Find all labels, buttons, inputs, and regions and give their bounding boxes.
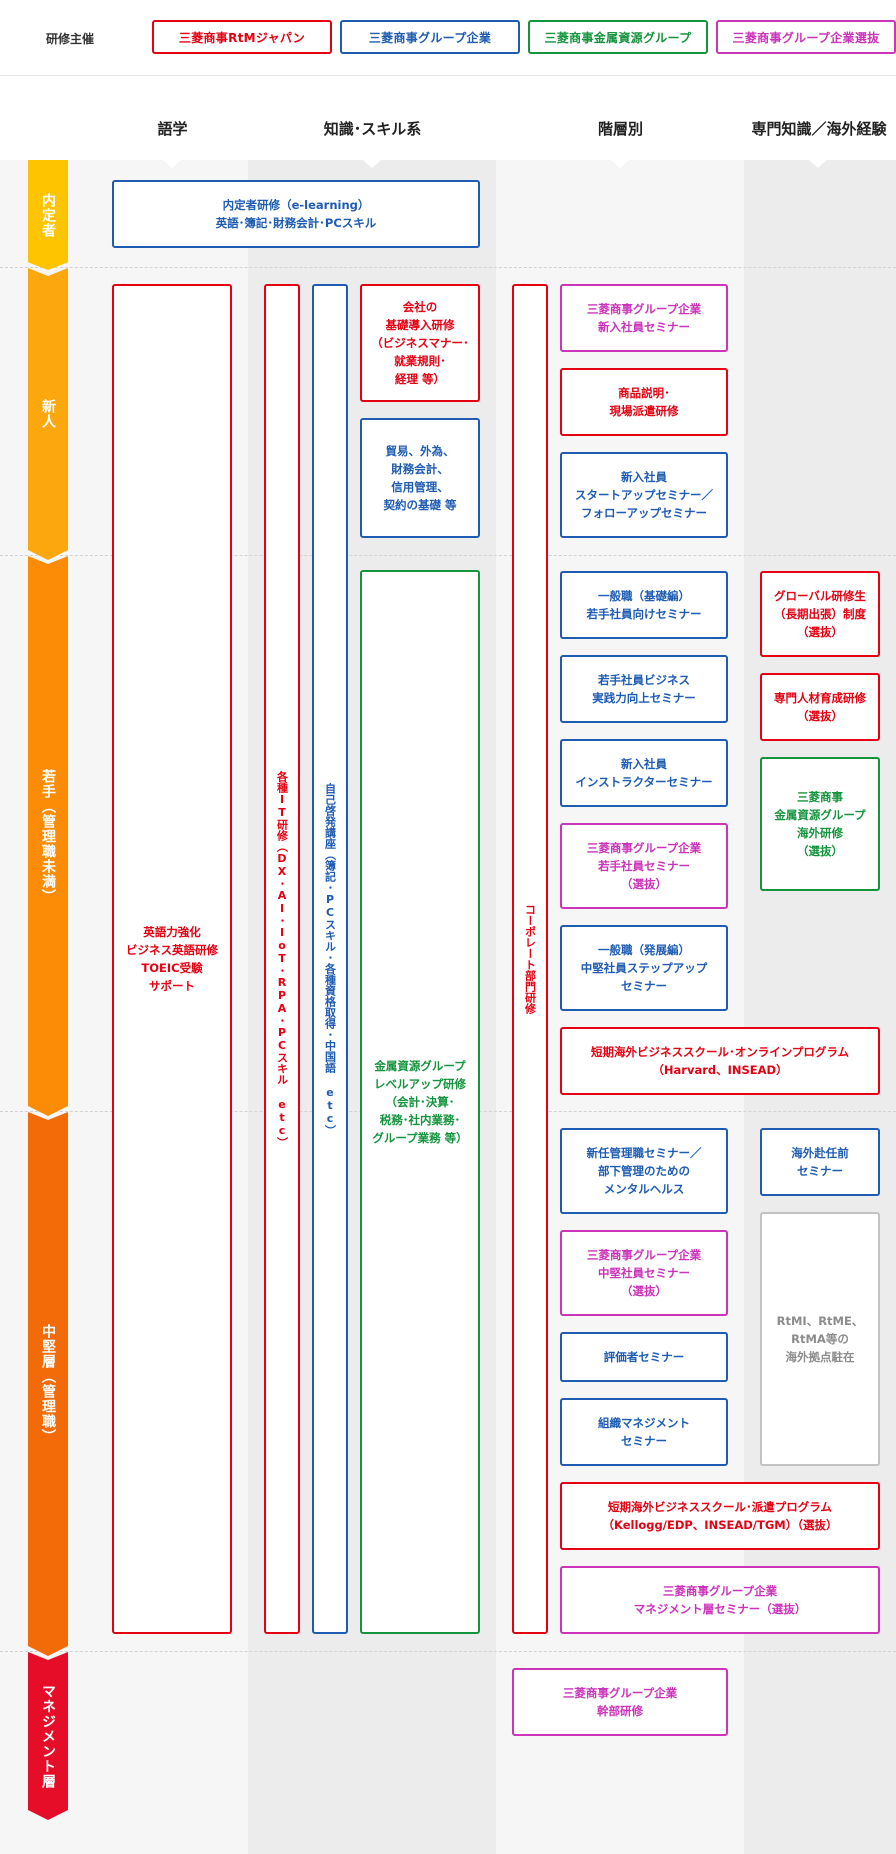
program-overseas-posting: RtMI、RtME、 RtMA等の 海外拠点駐在 <box>760 1212 880 1466</box>
program-org-management: 組織マネジメント セミナー <box>560 1398 728 1466</box>
program-self-development: 自己啓発講座（簿記･PCスキル･各種資格取得･中国語 etc） <box>312 284 348 1634</box>
program-it-training: 各種IT研修（DX･AI･IoT･RPA･PCスキル etc） <box>264 284 300 1634</box>
column-header-specialist-overseas: 専門知識／海外経験 <box>751 120 887 138</box>
stage-divider <box>0 555 896 556</box>
program-startup-followup: 新入社員 スタートアップセミナー／ フォローアップセミナー <box>560 452 728 538</box>
program-global-trainee: グローバル研修生 （長期出張）制度 （選抜） <box>760 571 880 657</box>
legend-group-companies: 三菱商事グループ企業 <box>340 20 520 54</box>
stage-divider <box>0 267 896 268</box>
program-metal-levelup: 金属資源グループ レベルアップ研修 （会計･決算･ 税務･社内業務･ グループ業… <box>360 570 480 1634</box>
program-naitei-elearning: 内定者研修（e-learning） 英語･簿記･財務会計･PCスキル <box>112 180 480 248</box>
program-group-mid-seminar: 三菱商事グループ企業 中堅社員セミナー （選抜） <box>560 1230 728 1316</box>
program-general-advanced: 一般職（発展編） 中堅社員ステップアップ セミナー <box>560 925 728 1011</box>
stage-newcomer: 新人 <box>28 268 68 560</box>
column-header-hierarchy: 階層別 <box>597 120 643 138</box>
program-group-young-seminar: 三菱商事グループ企業 若手社員セミナー （選抜） <box>560 823 728 909</box>
column-pointer-language <box>163 160 181 168</box>
program-company-intro: 会社の 基礎導入研修 （ビジネスマナー･ 就業規則･ 経理 等） <box>360 284 480 402</box>
program-new-manager: 新任管理職セミナー／ 部下管理のための メンタルヘルス <box>560 1128 728 1214</box>
program-group-management-seminar: 三菱商事グループ企業 マネジメント層セミナー（選抜） <box>560 1566 880 1634</box>
program-group-newhire-seminar: 三菱商事グループ企業 新入社員セミナー <box>560 284 728 352</box>
program-english: 英語力強化 ビジネス英語研修 TOEIC受験 サポート <box>112 284 232 1634</box>
legend-rtm-japan: 三菱商事RtMジャパン <box>152 20 332 54</box>
program-metal-overseas: 三菱商事 金属資源グループ 海外研修 （選抜） <box>760 757 880 891</box>
program-young-business: 若手社員ビジネス 実践力向上セミナー <box>560 655 728 723</box>
header-divider <box>0 75 896 76</box>
stage-young: 若手（管理職未満） <box>28 556 68 1116</box>
stage-divider <box>0 1651 896 1652</box>
column-pointer-hierarchy <box>611 160 629 168</box>
program-trade-basics: 貿易、外為、 財務会計、 信用管理、 契約の基礎 等 <box>360 418 480 538</box>
column-header-knowledge-skills: 知識･スキル系 <box>323 120 422 138</box>
program-specialist-development: 専門人材育成研修 （選抜） <box>760 673 880 741</box>
legend-group-selected: 三菱商事グループ企業選抜 <box>716 20 896 54</box>
program-product-field-training: 商品説明･ 現場派遣研修 <box>560 368 728 436</box>
sponsor-label: 研修主催 <box>46 32 95 46</box>
stage-management: マネジメント層 <box>28 1652 68 1820</box>
program-corporate-division: コーポレート部門研修 <box>512 284 548 1634</box>
program-short-online: 短期海外ビジネススクール･オンラインプログラム （Harvard、INSEAD） <box>560 1027 880 1095</box>
stage-naiteisha: 内定者 <box>28 160 68 270</box>
column-pointer-knowledge-skills <box>363 160 381 168</box>
program-pre-overseas: 海外赴任前 セミナー <box>760 1128 880 1196</box>
program-instructor-seminar: 新入社員 インストラクターセミナー <box>560 739 728 807</box>
program-group-executive: 三菱商事グループ企業 幹部研修 <box>512 1668 728 1736</box>
column-pointer-specialist-overseas <box>809 160 827 168</box>
program-general-basic: 一般職（基礎編） 若手社員向けセミナー <box>560 571 728 639</box>
stage-mid-level: 中堅層（管理職） <box>28 1112 68 1656</box>
program-evaluator-seminar: 評価者セミナー <box>560 1332 728 1382</box>
column-header-language: 語学 <box>157 120 188 138</box>
legend-metal-resources-group: 三菱商事金属資源グループ <box>528 20 708 54</box>
program-short-dispatch: 短期海外ビジネススクール･派遣プログラム （Kellogg/EDP、INSEAD… <box>560 1482 880 1550</box>
